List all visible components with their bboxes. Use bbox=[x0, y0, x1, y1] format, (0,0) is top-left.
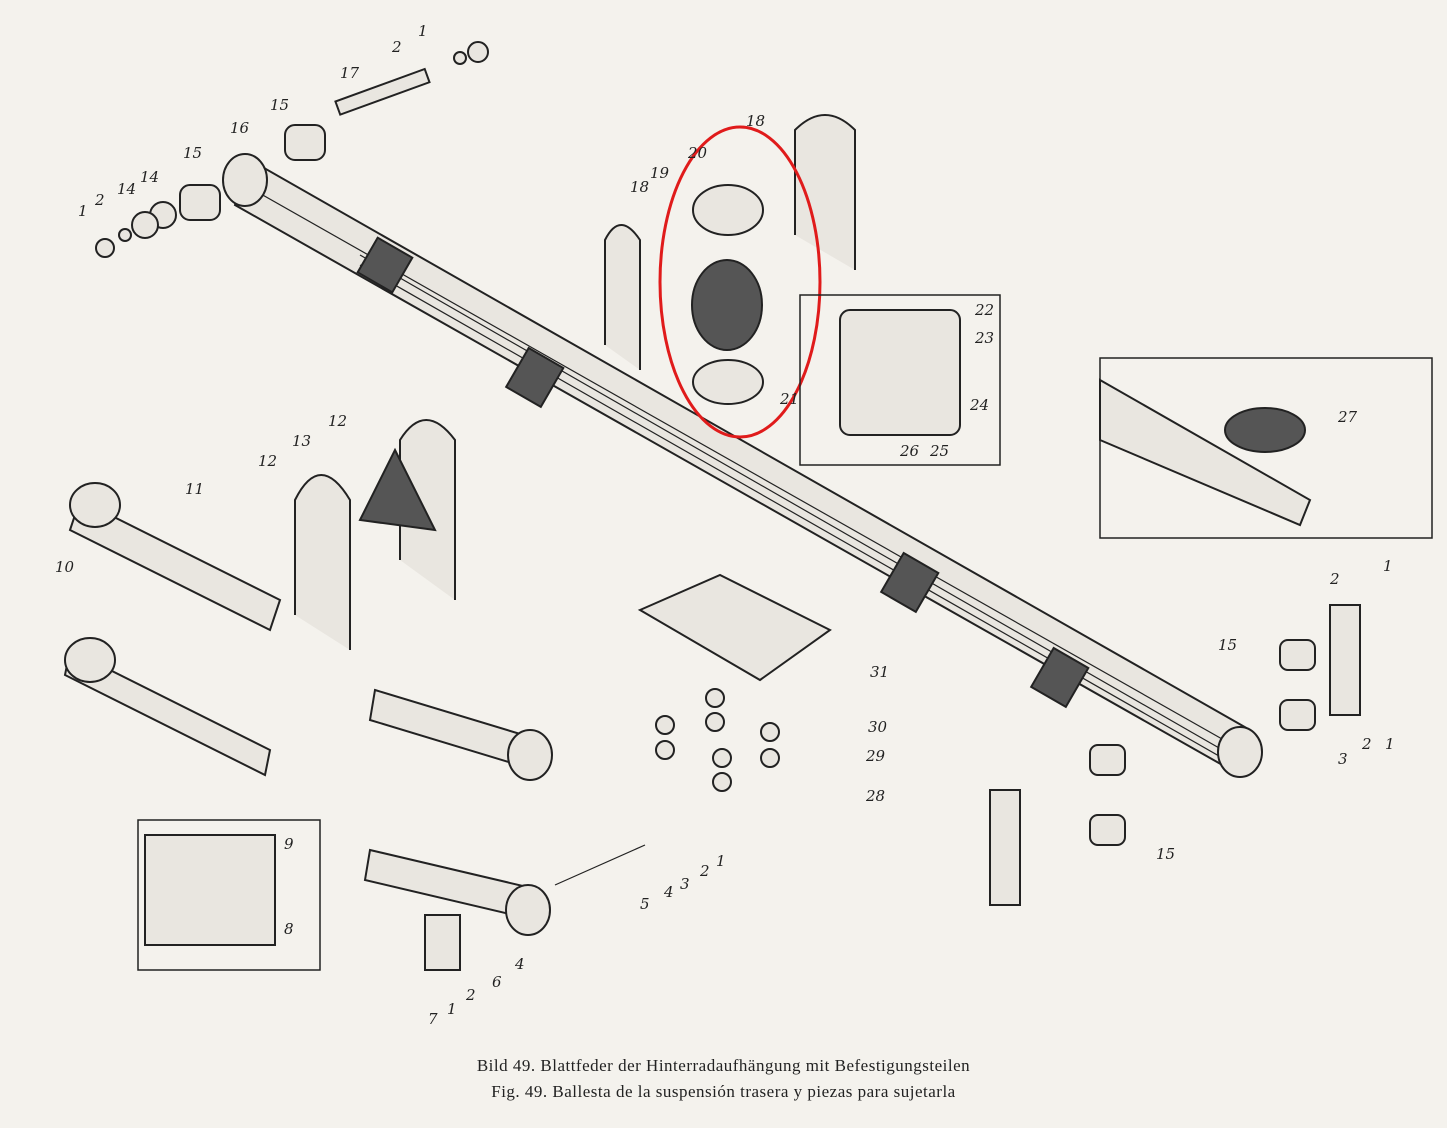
part-number-label: 20 bbox=[687, 144, 708, 162]
part-number-label: 9 bbox=[284, 835, 294, 853]
part-number-label: 19 bbox=[650, 164, 670, 182]
part-number-label: 2 bbox=[699, 862, 710, 880]
part-number-label: 15 bbox=[270, 96, 289, 114]
part-number-label: 7 bbox=[428, 1010, 438, 1028]
part-number-label: 1 bbox=[1385, 735, 1395, 753]
part-number-label: 2 bbox=[94, 191, 105, 209]
part-number-label: 11 bbox=[185, 480, 204, 498]
part-number-label: 18 bbox=[630, 178, 649, 196]
inset-spring-end-detail bbox=[1099, 357, 1433, 539]
bump-stop-group bbox=[604, 114, 856, 405]
part-number-label: 25 bbox=[929, 442, 949, 460]
front-eye-fasteners bbox=[95, 41, 489, 258]
part-number-label: 15 bbox=[1218, 636, 1237, 654]
part-number-label: 17 bbox=[340, 64, 360, 82]
part-number-label: 29 bbox=[865, 747, 886, 765]
part-number-label: 4 bbox=[663, 883, 674, 901]
part-number-label: 24 bbox=[969, 396, 989, 414]
caption-spanish: Fig. 49. Ballesta de la suspensión trase… bbox=[491, 1082, 956, 1101]
part-number-label: 22 bbox=[974, 301, 994, 319]
leaf-spring bbox=[222, 153, 1263, 778]
part-number-label: 1 bbox=[716, 852, 726, 870]
part-number-label: 13 bbox=[292, 432, 311, 450]
spring-fragments bbox=[63, 419, 1361, 971]
part-number-label: 3 bbox=[680, 875, 690, 893]
part-number-label: 1 bbox=[418, 22, 428, 40]
part-number-label: 5 bbox=[640, 895, 650, 913]
part-number-label: 16 bbox=[230, 119, 250, 137]
inset-leaf-clip-detail bbox=[137, 819, 321, 971]
part-number-label: 2 bbox=[1361, 735, 1372, 753]
part-number-label: 6 bbox=[492, 973, 502, 991]
part-number-label: 27 bbox=[1337, 408, 1358, 426]
part-number-label: 1 bbox=[78, 202, 88, 220]
part-number-label: 2 bbox=[1329, 570, 1340, 588]
caption-german: Bild 49. Blattfeder der Hinterradaufhäng… bbox=[476, 1056, 971, 1075]
part-number-label: 15 bbox=[1156, 845, 1175, 863]
part-number-label: 21 bbox=[779, 390, 799, 408]
part-number-label: 12 bbox=[328, 412, 347, 430]
part-number-label: 3 bbox=[1338, 750, 1348, 768]
part-number-label: 14 bbox=[117, 180, 136, 198]
part-number-label: 2 bbox=[391, 38, 402, 56]
red-highlight-circle bbox=[658, 125, 822, 439]
part-number-label: 18 bbox=[746, 112, 765, 130]
part-number-label: 10 bbox=[55, 558, 75, 576]
part-number-label: 12 bbox=[258, 452, 277, 470]
part-number-label: 4 bbox=[514, 955, 525, 973]
part-number-label: 28 bbox=[865, 787, 885, 805]
part-number-label: 23 bbox=[974, 329, 994, 347]
part-number-label: 30 bbox=[868, 718, 888, 736]
part-number-label: 8 bbox=[284, 920, 294, 938]
part-number-label: 14 bbox=[140, 168, 159, 186]
part-number-label: 1 bbox=[1383, 557, 1393, 575]
part-number-label: 26 bbox=[899, 442, 920, 460]
part-number-label: 1 bbox=[447, 1000, 457, 1018]
part-number-label: 2 bbox=[465, 986, 476, 1004]
part-number-label: 31 bbox=[870, 663, 889, 681]
inset-clamp-detail bbox=[799, 294, 1001, 466]
part-number-label: 15 bbox=[183, 144, 202, 162]
